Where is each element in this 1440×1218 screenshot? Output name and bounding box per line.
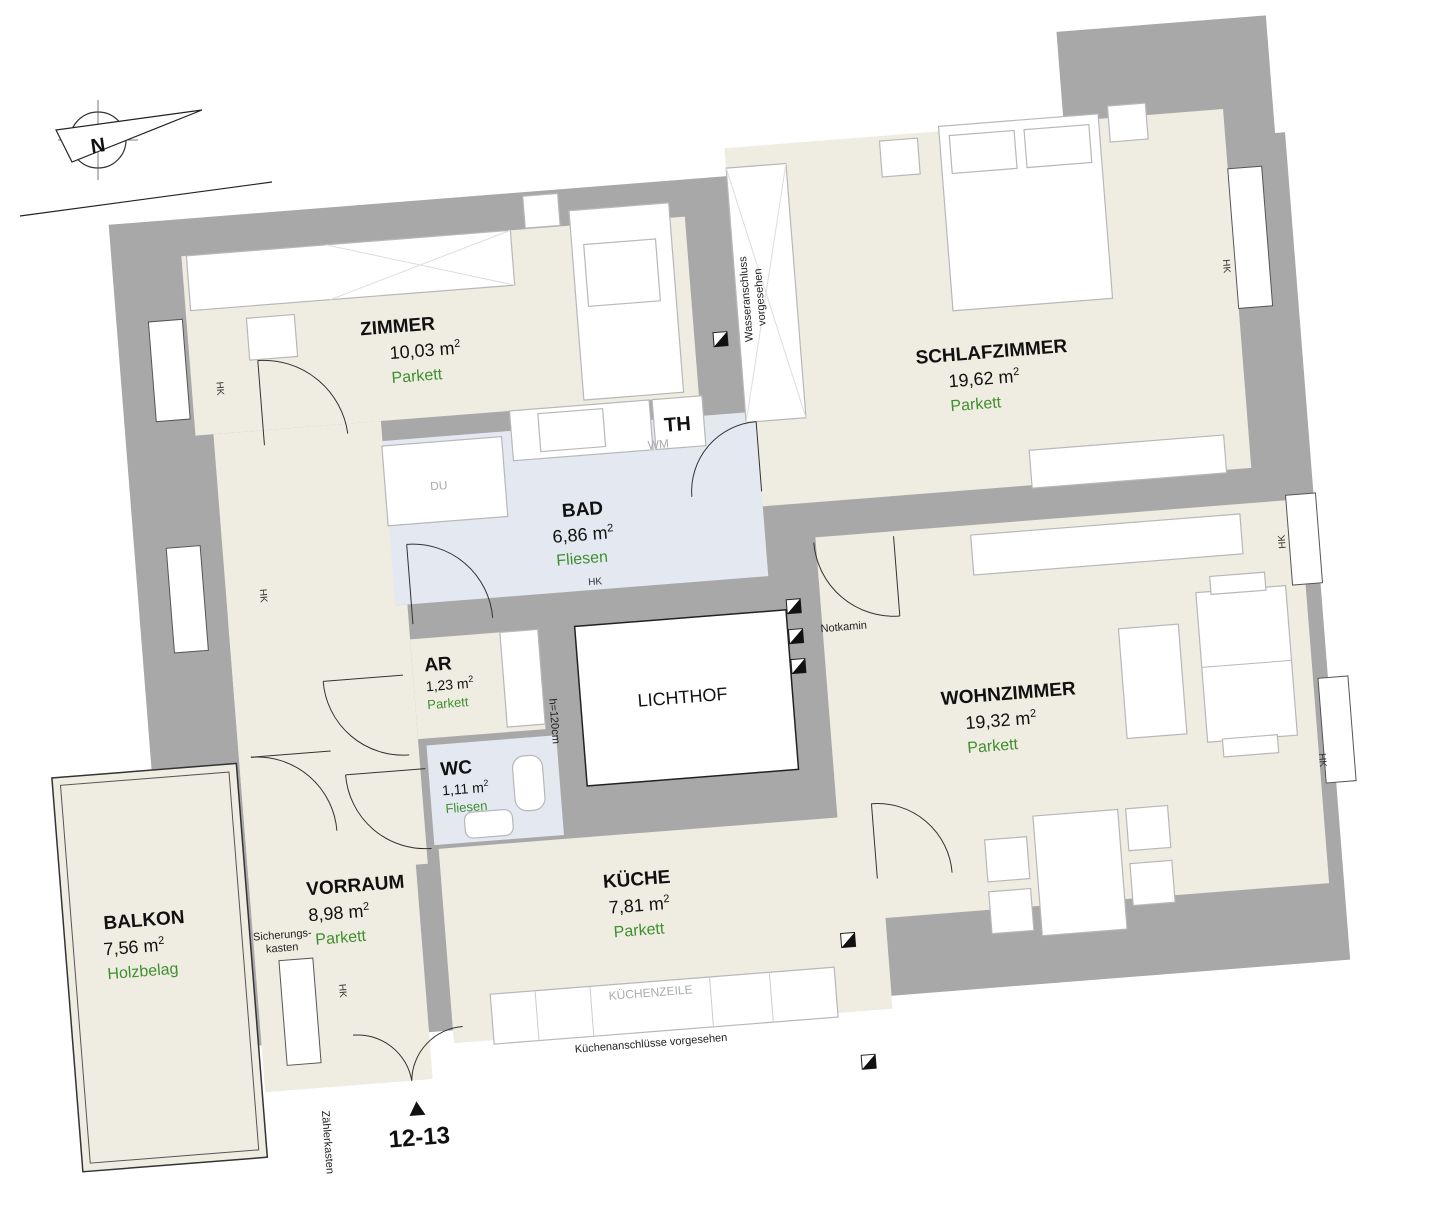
- label-ar: AR 1,23 m2 Parkett: [423, 653, 474, 712]
- bad-area: 6,86: [552, 524, 589, 547]
- sicherungskasten-label-2: kasten: [266, 941, 299, 956]
- schlafzimmer-floor: Parkett: [950, 394, 1002, 415]
- kueche-area: 7,81: [608, 895, 645, 918]
- wc-name: WC: [440, 757, 473, 780]
- wc-floor: Fliesen: [445, 798, 488, 816]
- north-letter: N: [89, 134, 106, 158]
- ar-area: 1,23: [425, 676, 454, 694]
- svg-text:7,81 m2: 7,81 m2: [608, 893, 671, 918]
- kuechenzeile-label: KÜCHENZEILE: [608, 982, 693, 1003]
- hk-label-zimmer: HK: [213, 381, 225, 396]
- zimmer-floor: Parkett: [391, 366, 443, 387]
- svg-text:1,23 m2: 1,23 m2: [425, 674, 474, 695]
- th-label: TH: [663, 413, 691, 437]
- ar-name: AR: [423, 653, 452, 676]
- du-label: DU: [430, 478, 448, 493]
- zaehlerkasten-label: Zählerkasten: [319, 1110, 336, 1174]
- svg-text:8,98 m2: 8,98 m2: [308, 900, 371, 925]
- hk-label-vorraum: HK: [257, 588, 269, 603]
- wc-height-label: h=120cm: [546, 698, 562, 744]
- bad-name: BAD: [561, 498, 604, 522]
- zimmer-area: 10,03: [389, 340, 435, 363]
- svg-text:10,03 m2: 10,03 m2: [389, 338, 462, 364]
- svg-text:19,62 m2: 19,62 m2: [948, 366, 1021, 392]
- label-kueche: KÜCHE 7,81 m2 Parkett: [602, 867, 671, 942]
- vorraum-floor: Parkett: [315, 928, 367, 949]
- doors: [250, 359, 953, 1081]
- bad-floor: Fliesen: [556, 549, 609, 570]
- schlafzimmer-area: 19,62: [948, 368, 994, 391]
- vorraum-area: 8,98: [308, 903, 345, 926]
- windows: [147, 165, 1357, 1066]
- furniture: [185, 102, 1299, 1045]
- balkon-floor: Holzbelag: [107, 961, 179, 984]
- hk-label-schlafzimmer: HK: [1220, 259, 1232, 274]
- entrance: 12-13: [357, 1083, 517, 1210]
- svg-text:7,56 m2: 7,56 m2: [103, 935, 166, 960]
- ar-floor: Parkett: [427, 694, 470, 712]
- wm-label: WM: [647, 437, 669, 453]
- entrance-triangle-icon: [409, 1101, 426, 1116]
- balkon-area: 7,56: [103, 937, 140, 960]
- wasseranschluss-label-2: vorgesehen: [752, 268, 768, 326]
- north-arrow-icon: N: [19, 100, 273, 217]
- unit-number: 12-13: [388, 1122, 451, 1154]
- label-wc: WC 1,11 m2 Fliesen: [440, 757, 489, 816]
- sicherungskasten-label-1: Sicherungs-: [253, 927, 313, 944]
- wohnzimmer-floor: Parkett: [967, 736, 1019, 757]
- hk-label-wohnzimmer-2: HK: [1316, 753, 1328, 768]
- wohnzimmer-area: 19,32: [965, 710, 1011, 733]
- room-balkon: [51, 762, 269, 1173]
- label-balkon: BALKON 7,56 m2 Holzbelag: [103, 907, 186, 984]
- room-vorraum: [213, 421, 433, 1093]
- hk-label-balkon-side: HK: [336, 983, 348, 998]
- chimney-markers: [712, 331, 877, 1070]
- svg-text:19,32 m2: 19,32 m2: [965, 708, 1038, 734]
- svg-text:1,11 m2: 1,11 m2: [441, 778, 489, 799]
- wc-area: 1,11: [441, 780, 469, 798]
- label-bad: BAD 6,86 m2 Fliesen: [552, 498, 615, 570]
- notkamin-label: Notkamin: [820, 620, 867, 636]
- room-lichthof: [573, 609, 800, 787]
- hk-label-wohnzimmer-1: HK: [1277, 534, 1289, 549]
- svg-text:6,86 m2: 6,86 m2: [552, 522, 615, 547]
- hk-label-bad: HK: [588, 576, 603, 588]
- kueche-floor: Parkett: [613, 920, 665, 941]
